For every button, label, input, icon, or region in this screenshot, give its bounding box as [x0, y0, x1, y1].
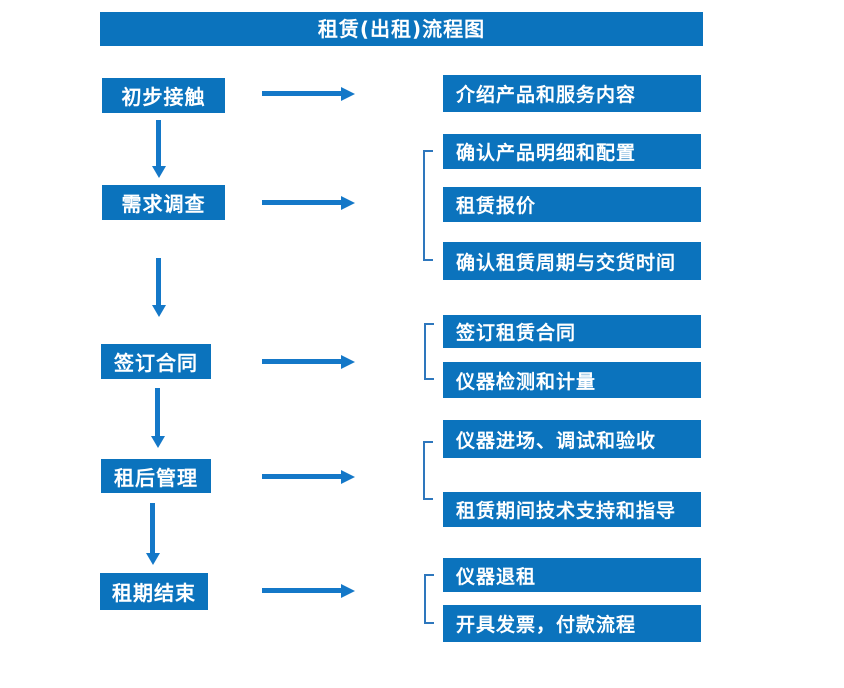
- left-bracket-icon: [424, 323, 434, 380]
- arrow-right-icon: [262, 359, 341, 364]
- detail-box-introduce-products-services: 介绍产品和服务内容: [443, 75, 701, 112]
- arrow-down-icon: [155, 388, 160, 436]
- arrow-right-icon: [262, 91, 341, 96]
- arrow-right-icon: [262, 588, 341, 593]
- detail-box-confirm-period-delivery: 确认租赁周期与交货时间: [443, 242, 701, 280]
- arrow-down-icon: [150, 503, 155, 553]
- detail-box-rental-quotation: 租赁报价: [443, 187, 701, 222]
- step-box-rental-end: 租期结束: [100, 573, 208, 610]
- arrow-right-icon: [262, 200, 341, 205]
- detail-box-confirm-product-details: 确认产品明细和配置: [443, 134, 701, 169]
- detail-box-sign-rental-contract: 签订租赁合同: [443, 315, 701, 348]
- detail-box-instrument-return: 仪器退租: [443, 558, 701, 592]
- arrow-down-icon: [156, 258, 161, 305]
- step-box-post-rental-management: 租后管理: [101, 459, 211, 493]
- detail-box-instrument-inspection: 仪器检测和计量: [443, 362, 701, 398]
- step-box-initial-contact: 初步接触: [102, 78, 225, 113]
- flowchart-title: 租赁(出租)流程图: [100, 12, 703, 46]
- left-bracket-icon: [423, 150, 433, 261]
- detail-box-invoice-payment: 开具发票，付款流程: [443, 605, 701, 642]
- left-bracket-icon: [423, 441, 433, 500]
- left-bracket-icon: [424, 574, 434, 624]
- detail-box-instrument-setup-acceptance: 仪器进场、调试和验收: [443, 420, 701, 458]
- detail-box-technical-support: 租赁期间技术支持和指导: [443, 492, 701, 527]
- arrow-right-icon: [262, 474, 341, 479]
- step-box-demand-survey: 需求调查: [102, 185, 225, 220]
- arrow-down-icon: [156, 120, 161, 166]
- step-box-sign-contract: 签订合同: [101, 344, 211, 379]
